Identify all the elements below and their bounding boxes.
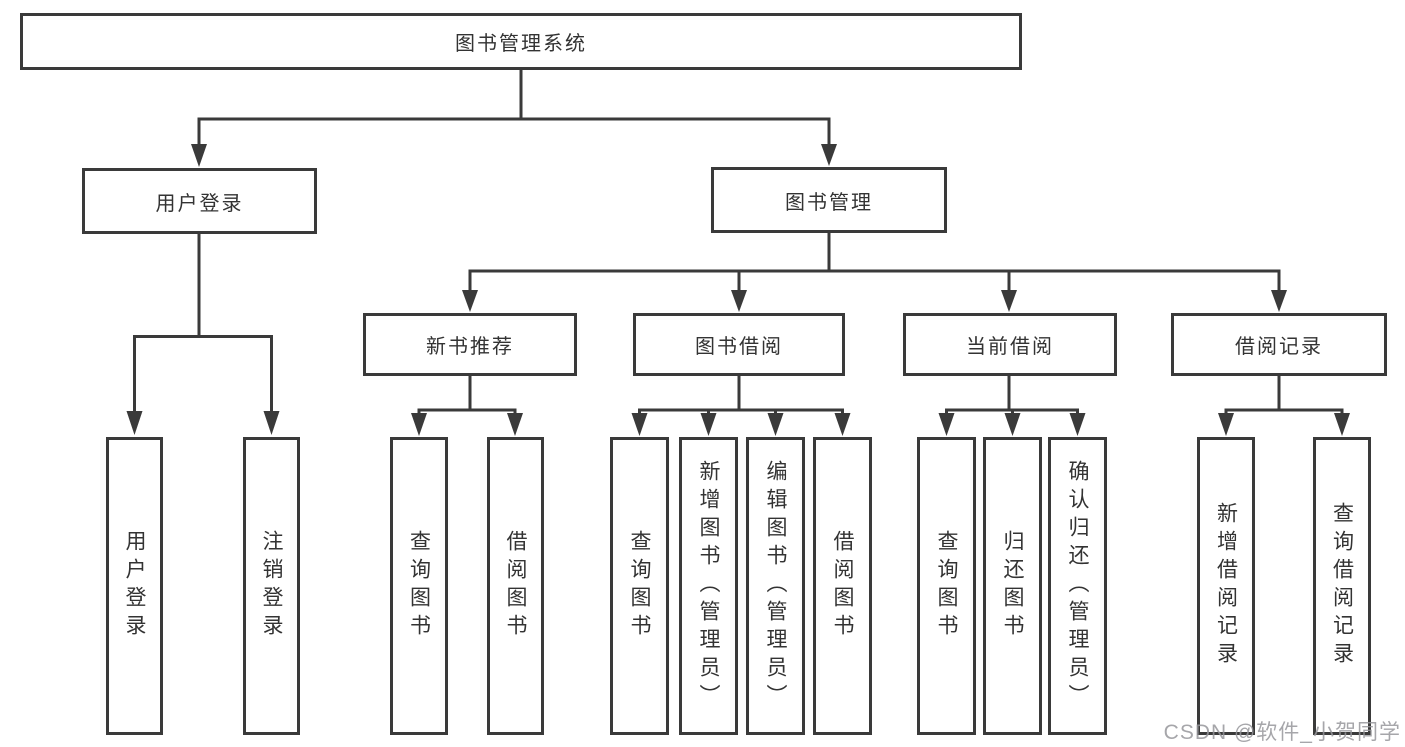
leaf-label: 查询图书 [628,530,651,642]
leaf-add-borrow-record: 新增借阅记录 [1197,437,1255,735]
arrowhead [1271,290,1287,312]
leaf-label: 注销登录 [260,530,283,642]
node-root: 图书管理系统 [20,13,1022,70]
node-label: 用户登录 [155,192,244,215]
leaf-logout: 注销登录 [243,437,300,735]
leaf-label: 借阅图书 [504,530,527,642]
leaf-label: 查询借阅记录 [1330,502,1354,670]
leaf-label: 新增借阅记录 [1214,502,1238,670]
arrowhead [938,413,955,436]
csdn-watermark: CSDN @软件_小贺同学 [1163,721,1401,744]
arrowhead [1001,290,1017,312]
node-book-borrow: 图书借阅 [633,313,845,376]
arrowhead [1218,413,1234,436]
leaf-query-books: 查询图书 [917,437,976,735]
arrowhead [821,144,837,166]
leaf-label: 查询图书 [407,530,431,642]
arrowhead [507,413,523,436]
node-borrow-records: 借阅记录 [1171,313,1387,376]
leaf-add-books-admin: 新增图书（管理员） [679,437,738,735]
node-root-label: 图书管理系统 [455,33,587,55]
node-new-book-recommend: 新书推荐 [363,313,577,376]
node-label: 新书推荐 [426,336,514,358]
arrowhead [700,413,717,436]
arrowhead [263,411,280,435]
arrowhead [834,413,851,436]
leaf-query-books: 查询图书 [610,437,669,735]
leaf-label: 新增图书（管理员） [697,460,720,712]
node-current-borrow: 当前借阅 [903,313,1117,376]
leaf-borrow-books: 借阅图书 [487,437,544,735]
node-label: 当前借阅 [966,336,1054,358]
leaf-user-login: 用户登录 [106,437,163,735]
leaf-label: 借阅图书 [831,530,854,642]
leaf-label: 查询图书 [935,530,958,642]
node-user-login-branch: 用户登录 [82,168,317,234]
node-book-management: 图书管理 [711,167,947,233]
leaf-label: 归还图书 [1001,530,1024,642]
leaf-return-books: 归还图书 [983,437,1042,735]
leaf-query-borrow-record: 查询借阅记录 [1313,437,1371,735]
leaf-edit-books-admin: 编辑图书（管理员） [746,437,805,735]
node-label: 借阅记录 [1235,336,1323,358]
leaf-query-books: 查询图书 [390,437,448,735]
arrowhead [126,411,143,435]
leaf-confirm-return-admin: 确认归还（管理员） [1048,437,1107,735]
leaf-label: 确认归还（管理员） [1066,460,1089,712]
node-label: 图书管理 [785,191,873,214]
arrowhead [1069,413,1086,436]
arrowhead [631,413,648,436]
arrowhead [731,290,747,312]
arrowhead [411,413,427,436]
leaf-label: 用户登录 [123,530,146,642]
arrowhead [1334,413,1350,436]
node-label: 图书借阅 [695,336,783,358]
arrowhead [462,290,478,312]
arrowhead [767,413,784,436]
arrowhead [1004,413,1021,436]
leaf-borrow-books: 借阅图书 [813,437,872,735]
arrowhead [191,144,207,167]
leaf-label: 编辑图书（管理员） [764,460,787,712]
